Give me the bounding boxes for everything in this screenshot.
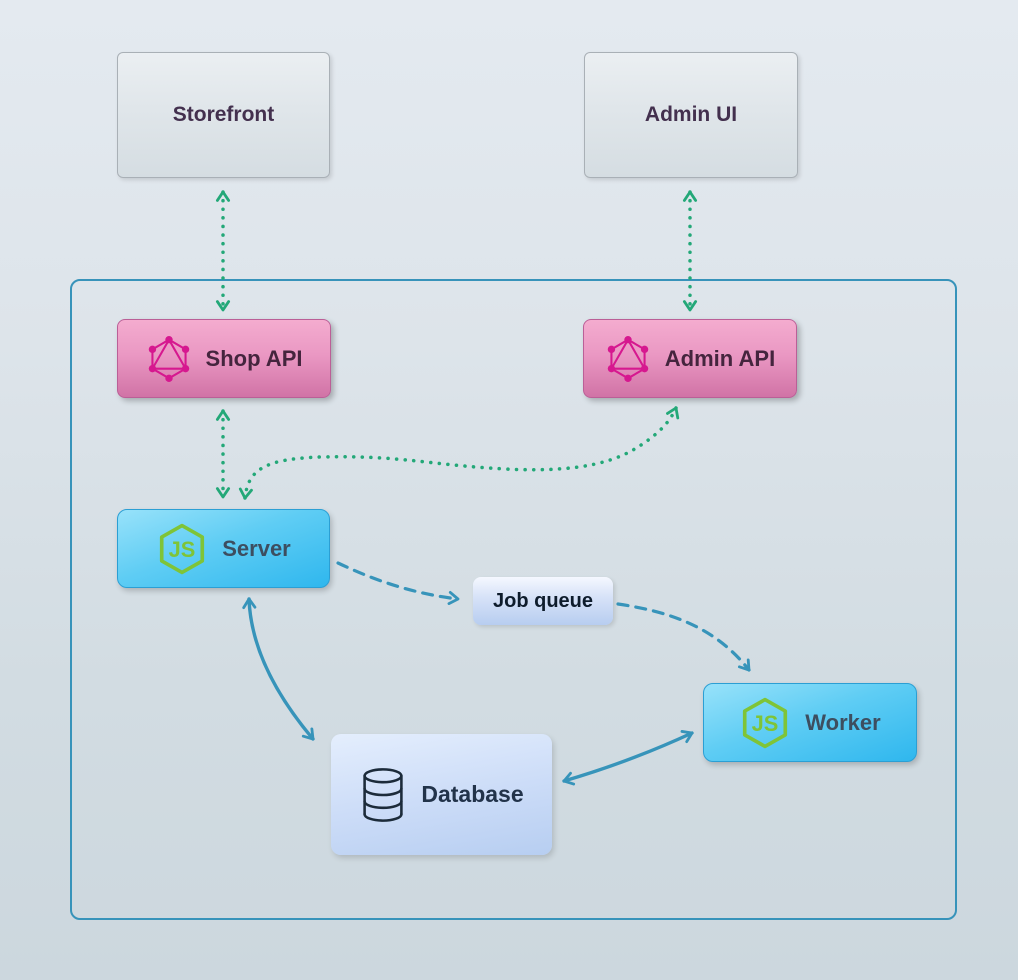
graphql-icon — [607, 335, 649, 382]
svg-text:JS: JS — [169, 536, 196, 561]
graphql-icon — [148, 335, 189, 382]
shop-api-label: Shop API — [205, 345, 303, 371]
job-queue-label: Job queue — [492, 589, 593, 612]
node-admin-ui: Admin UI — [584, 52, 798, 178]
svg-text:JS: JS — [752, 710, 779, 735]
admin-api-label: Admin API — [664, 345, 776, 371]
database-label: Database — [421, 781, 524, 807]
node-database: Database — [331, 734, 552, 855]
database-icon — [363, 767, 404, 822]
node-server: JS Server — [117, 509, 330, 588]
worker-label: Worker — [805, 709, 881, 735]
nodejs-icon: JS — [743, 697, 788, 748]
server-label: Server — [222, 535, 291, 561]
storefront-label: Storefront — [172, 103, 275, 126]
backend-boundary — [70, 279, 957, 920]
node-job-queue: Job queue — [473, 577, 613, 625]
node-storefront: Storefront — [117, 52, 330, 178]
admin-ui-label: Admin UI — [644, 103, 738, 126]
node-admin-api: Admin API — [583, 319, 797, 398]
node-shop-api: Shop API — [117, 319, 331, 398]
nodejs-icon: JS — [160, 523, 205, 574]
node-worker: JS Worker — [703, 683, 917, 762]
